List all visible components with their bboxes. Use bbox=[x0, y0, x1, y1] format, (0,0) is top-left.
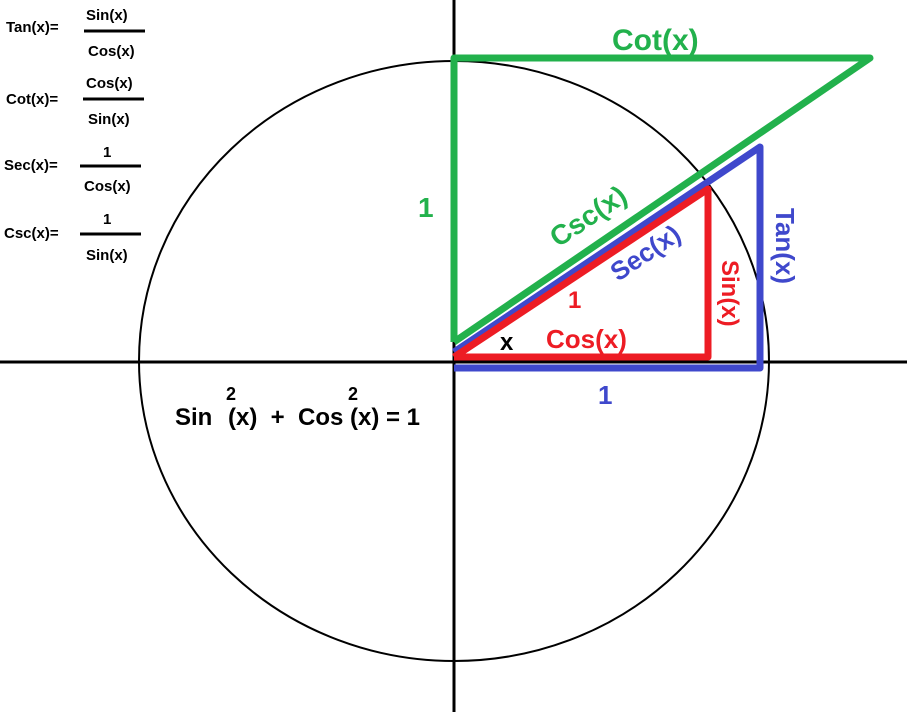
formula-numerator: 1 bbox=[103, 211, 111, 228]
formula-lhs: Tan(x)= bbox=[6, 19, 59, 36]
green-triangle bbox=[450, 54, 874, 345]
one-blue-label: 1 bbox=[598, 380, 612, 410]
formula-cot: Cot(x)= Cos(x) Sin(x) bbox=[6, 75, 144, 128]
one-green-label: 1 bbox=[418, 192, 434, 223]
formula-lhs: Cot(x)= bbox=[6, 91, 58, 108]
one-red-label: 1 bbox=[568, 287, 581, 314]
formula-denominator: Cos(x) bbox=[84, 178, 131, 195]
formula-denominator: Sin(x) bbox=[86, 247, 128, 264]
blue-triangle bbox=[452, 143, 764, 372]
formula-tan: Tan(x)= Sin(x) Cos(x) bbox=[6, 7, 145, 60]
formula-numerator: 1 bbox=[103, 144, 111, 161]
cos-label: Cos(x) bbox=[546, 324, 627, 354]
pythagorean-identity: Sin 2 (x) + Cos 2 (x) = 1 bbox=[175, 384, 420, 431]
tan-label: Tan(x) bbox=[770, 208, 800, 284]
angle-label: x bbox=[500, 329, 514, 356]
formula-lhs: Sec(x)= bbox=[4, 157, 58, 174]
formula-denominator: Sin(x) bbox=[88, 111, 130, 128]
formula-csc: Csc(x)= 1 Sin(x) bbox=[4, 211, 141, 264]
formula-numerator: Cos(x) bbox=[86, 75, 133, 92]
cot-label: Cot(x) bbox=[612, 24, 699, 57]
identity-part-1: (x) + Cos bbox=[228, 404, 343, 431]
identity-exponent-2: 2 bbox=[348, 384, 358, 404]
formula-list: Tan(x)= Sin(x) Cos(x) Cot(x)= Cos(x) Sin… bbox=[4, 7, 145, 264]
formula-lhs: Csc(x)= bbox=[4, 225, 59, 242]
red-triangle bbox=[452, 185, 712, 361]
sin-label: Sin(x) bbox=[716, 260, 743, 327]
identity-exponent-1: 2 bbox=[226, 384, 236, 404]
formula-denominator: Cos(x) bbox=[88, 43, 135, 60]
formula-numerator: Sin(x) bbox=[86, 7, 128, 24]
identity-part-2: (x) = 1 bbox=[350, 404, 420, 431]
identity-sin: Sin bbox=[175, 404, 212, 431]
formula-sec: Sec(x)= 1 Cos(x) bbox=[4, 144, 141, 195]
